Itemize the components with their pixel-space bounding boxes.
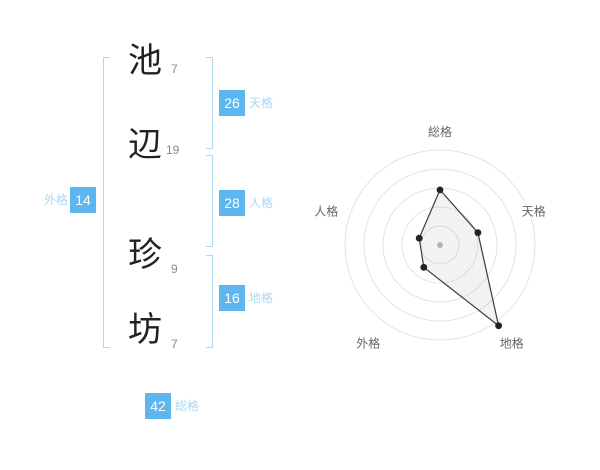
radar-axis-label: 天格 [522,203,546,218]
tenkaku-bracket [206,57,213,149]
jinkaku-label: 人格 [249,196,274,210]
given-name-char-2: 坊 [128,311,162,349]
radar-axis-label: 総格 [428,124,452,139]
surname-char-1: 池 [128,42,162,80]
radar-axis-label: 人格 [314,203,338,218]
jinkaku-value-badge: 28 [219,190,245,216]
given-name-char-1: 珍 [128,236,162,274]
chikaku-bracket [206,255,213,348]
stroke-count-3: 9 [171,262,178,276]
tenkaku-value-badge: 26 [219,90,245,116]
tenkaku-label: 天格 [249,96,274,110]
radar-axis-label: 地格 [500,336,524,351]
stroke-count-2: 19 [166,143,180,157]
surname-char-2: 辺 [128,126,162,164]
gaikaku-bracket [103,57,110,348]
gaikaku-value-badge: 14 [70,187,96,213]
gaikaku-label: 外格 [44,193,69,207]
chikaku-label: 地格 [249,291,274,305]
soukaku-label: 総格 [175,399,200,413]
radar-axis-label: 外格 [356,336,380,351]
stroke-count-1: 7 [171,62,178,76]
soukaku-value-badge: 42 [145,393,171,419]
jinkaku-bracket [206,155,213,247]
chikaku-value-badge: 16 [219,285,245,311]
stroke-count-4: 7 [171,337,178,351]
